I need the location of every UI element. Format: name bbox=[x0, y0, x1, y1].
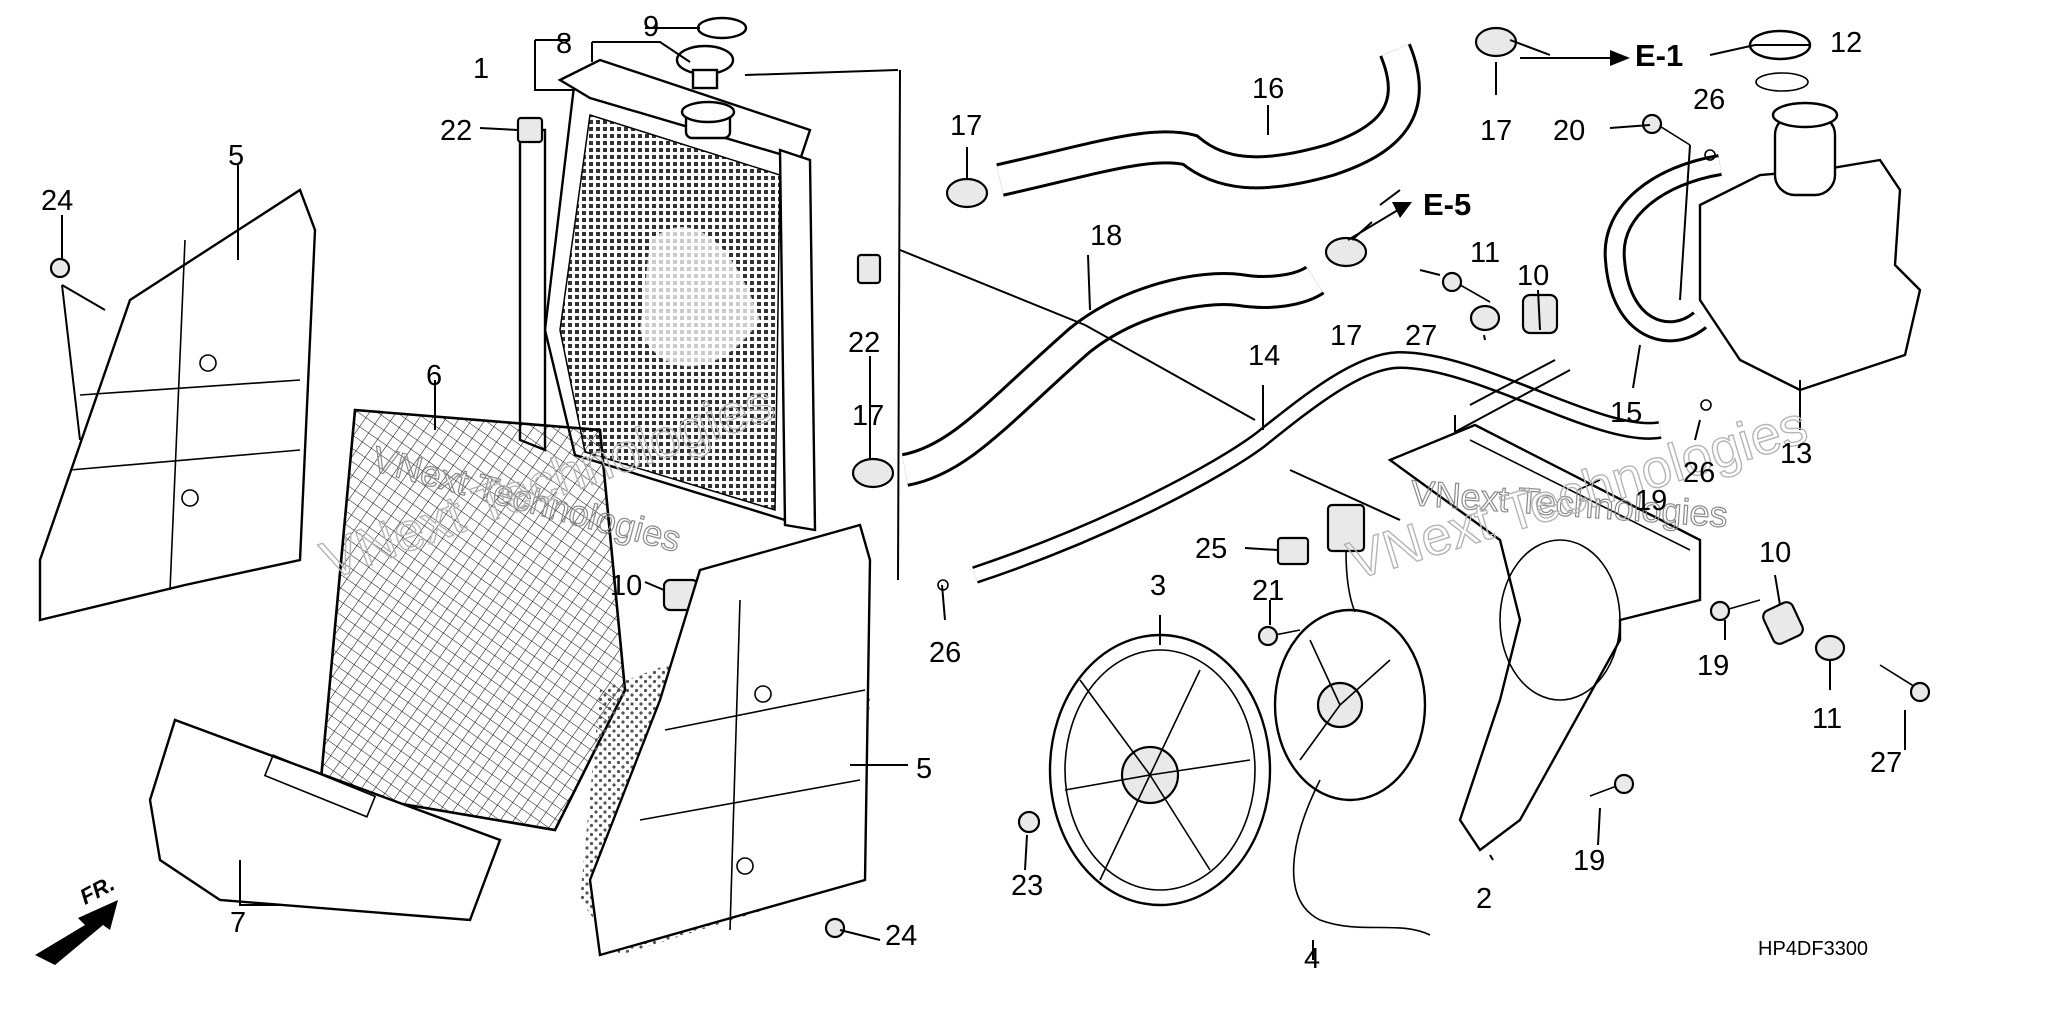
callout-numbers: 1 8 9 22 22 5 5 24 24 6 7 10 10 10 17 17… bbox=[41, 11, 1902, 975]
overflow-hose bbox=[1603, 154, 1722, 343]
callout-16: 16 bbox=[1252, 73, 1284, 105]
callout-10-grommet-bottom: 10 bbox=[1759, 537, 1791, 569]
callout-21: 21 bbox=[1252, 575, 1284, 607]
filler-neck bbox=[680, 100, 736, 140]
callout-20: 20 bbox=[1553, 115, 1585, 147]
callout-26-top: 26 bbox=[1693, 84, 1725, 116]
callout-17-upper: 17 bbox=[950, 110, 982, 142]
callout-24-left: 24 bbox=[41, 185, 73, 217]
callout-8: 8 bbox=[556, 28, 572, 60]
callout-5-right: 5 bbox=[916, 753, 932, 785]
hose-clamps bbox=[851, 26, 1518, 489]
callout-19-top: 19 bbox=[1635, 485, 1667, 517]
fan-motor bbox=[1273, 608, 1431, 936]
diagram-code: HP4DF3300 bbox=[1758, 938, 1868, 960]
callout-15: 15 bbox=[1610, 397, 1642, 429]
callout-27-top: 27 bbox=[1405, 320, 1437, 352]
lower-guard-plate bbox=[148, 718, 502, 922]
reserve-tank-hose bbox=[972, 350, 1662, 584]
callout-6: 6 bbox=[426, 360, 442, 392]
leader-lines bbox=[61, 27, 1906, 960]
callout-5-left: 5 bbox=[228, 140, 244, 172]
reserve-tank bbox=[1698, 101, 1922, 392]
callout-19-middle: 19 bbox=[1697, 650, 1729, 682]
callout-13: 13 bbox=[1780, 438, 1812, 470]
collars bbox=[1469, 304, 1846, 662]
callout-7: 7 bbox=[230, 907, 246, 939]
callout-12: 12 bbox=[1830, 27, 1862, 59]
callout-1: 1 bbox=[473, 53, 489, 85]
callout-22-right: 22 bbox=[848, 327, 880, 359]
callout-3: 3 bbox=[1150, 570, 1166, 602]
upper-radiator-hose bbox=[996, 43, 1421, 197]
callout-11-top: 11 bbox=[1470, 237, 1500, 269]
callout-23: 23 bbox=[1011, 870, 1043, 902]
front-direction-arrow: FR. bbox=[35, 871, 119, 965]
radiator-mesh-screen bbox=[318, 408, 627, 832]
callout-11-bottom: 11 bbox=[1812, 703, 1842, 735]
callout-17-lower: 17 bbox=[852, 400, 884, 432]
bolts bbox=[1257, 113, 1931, 797]
callout-24-right: 24 bbox=[885, 920, 917, 952]
callout-27-bottom: 27 bbox=[1870, 747, 1902, 779]
left-shroud-panel bbox=[38, 188, 317, 622]
right-shroud-panel bbox=[580, 523, 872, 957]
callout-17-e5: 17 bbox=[1330, 320, 1362, 352]
lower-radiator-hose bbox=[901, 265, 1325, 487]
clips-and-nuts bbox=[49, 116, 1716, 939]
reference-arrows bbox=[1347, 50, 1630, 241]
callout-2: 2 bbox=[1476, 883, 1492, 915]
callout-17-e1: 17 bbox=[1480, 115, 1512, 147]
cap-o-ring bbox=[696, 16, 748, 40]
callout-19-bottom: 19 bbox=[1573, 845, 1605, 877]
callout-9: 9 bbox=[643, 11, 659, 43]
radiator-cap bbox=[675, 44, 735, 90]
radiator bbox=[518, 58, 817, 532]
callout-26-left: 26 bbox=[929, 637, 961, 669]
callout-25: 25 bbox=[1195, 533, 1227, 565]
reserve-tank-cap bbox=[1748, 29, 1812, 92]
cooling-fan bbox=[1048, 633, 1272, 907]
callout-22-left: 22 bbox=[440, 115, 472, 147]
callout-26-bottom: 26 bbox=[1683, 457, 1715, 489]
ref-e5-label: E-5 bbox=[1423, 187, 1471, 222]
callout-18: 18 bbox=[1090, 220, 1122, 252]
callout-14: 14 bbox=[1248, 340, 1280, 372]
fan-shroud-bracket bbox=[1387, 423, 1702, 852]
motor-connector bbox=[1326, 503, 1366, 613]
ref-e1-label: E-1 bbox=[1635, 38, 1683, 73]
callout-4: 4 bbox=[1304, 943, 1320, 975]
callout-10-radiator: 10 bbox=[610, 570, 642, 602]
callout-10-grommet-top: 10 bbox=[1517, 260, 1549, 292]
